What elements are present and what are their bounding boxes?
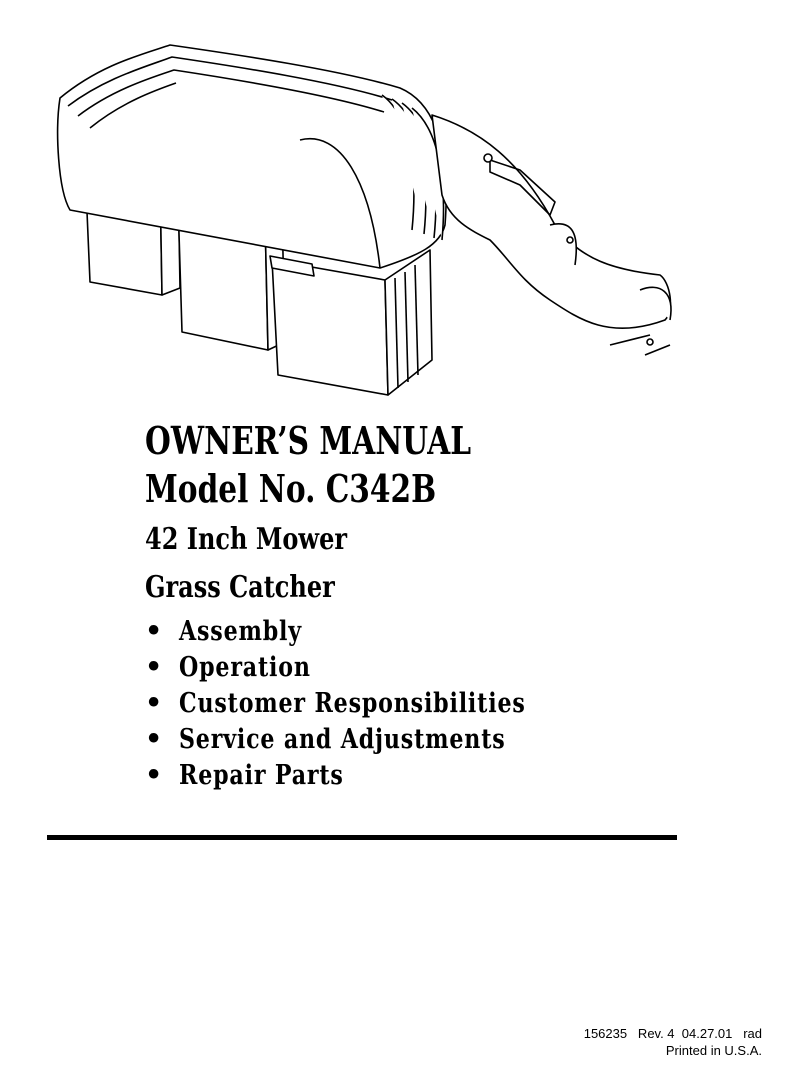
list-item: • Customer Responsibilities: [145, 686, 602, 722]
list-item: • Operation: [145, 650, 602, 686]
bullet: •: [145, 724, 164, 755]
product-name: Grass Catcher: [145, 570, 335, 605]
contents-item-service-adjustments: Service and Adjustments: [179, 724, 506, 755]
contents-item-customer-responsibilities: Customer Responsibilities: [179, 688, 526, 719]
part-number: 156235 Rev. 4 04.27.01 rad: [583, 1026, 762, 1041]
grass-catcher-illustration: [56, 44, 672, 396]
footer: 156235 Rev. 4 04.27.01 rad Printed in U.…: [584, 1025, 762, 1059]
manual-title: OWNER’S MANUAL: [145, 418, 472, 463]
list-item: • Service and Adjustments: [145, 722, 602, 758]
bullet: •: [145, 688, 164, 719]
contents-item-operation: Operation: [179, 652, 311, 683]
bag-handle: [269, 255, 315, 277]
printed-in: Printed in U.S.A.: [665, 1043, 762, 1058]
divider-rule: [47, 835, 677, 840]
bullet: •: [145, 616, 164, 647]
list-item: • Repair Parts: [145, 758, 602, 794]
contents-item-repair-parts: Repair Parts: [179, 760, 344, 791]
contents-list: • Assembly • Operation • Customer Responsib…: [145, 614, 602, 794]
bag-right: [271, 259, 389, 396]
bullet: •: [145, 652, 164, 683]
discharge-chute: [431, 114, 672, 329]
bullet: •: [145, 760, 164, 791]
product-size: 42 Inch Mower: [145, 522, 347, 557]
contents-item-assembly: Assembly: [179, 616, 302, 647]
model-number: Model No. C342B: [145, 466, 437, 511]
list-item: • Assembly: [145, 614, 602, 650]
